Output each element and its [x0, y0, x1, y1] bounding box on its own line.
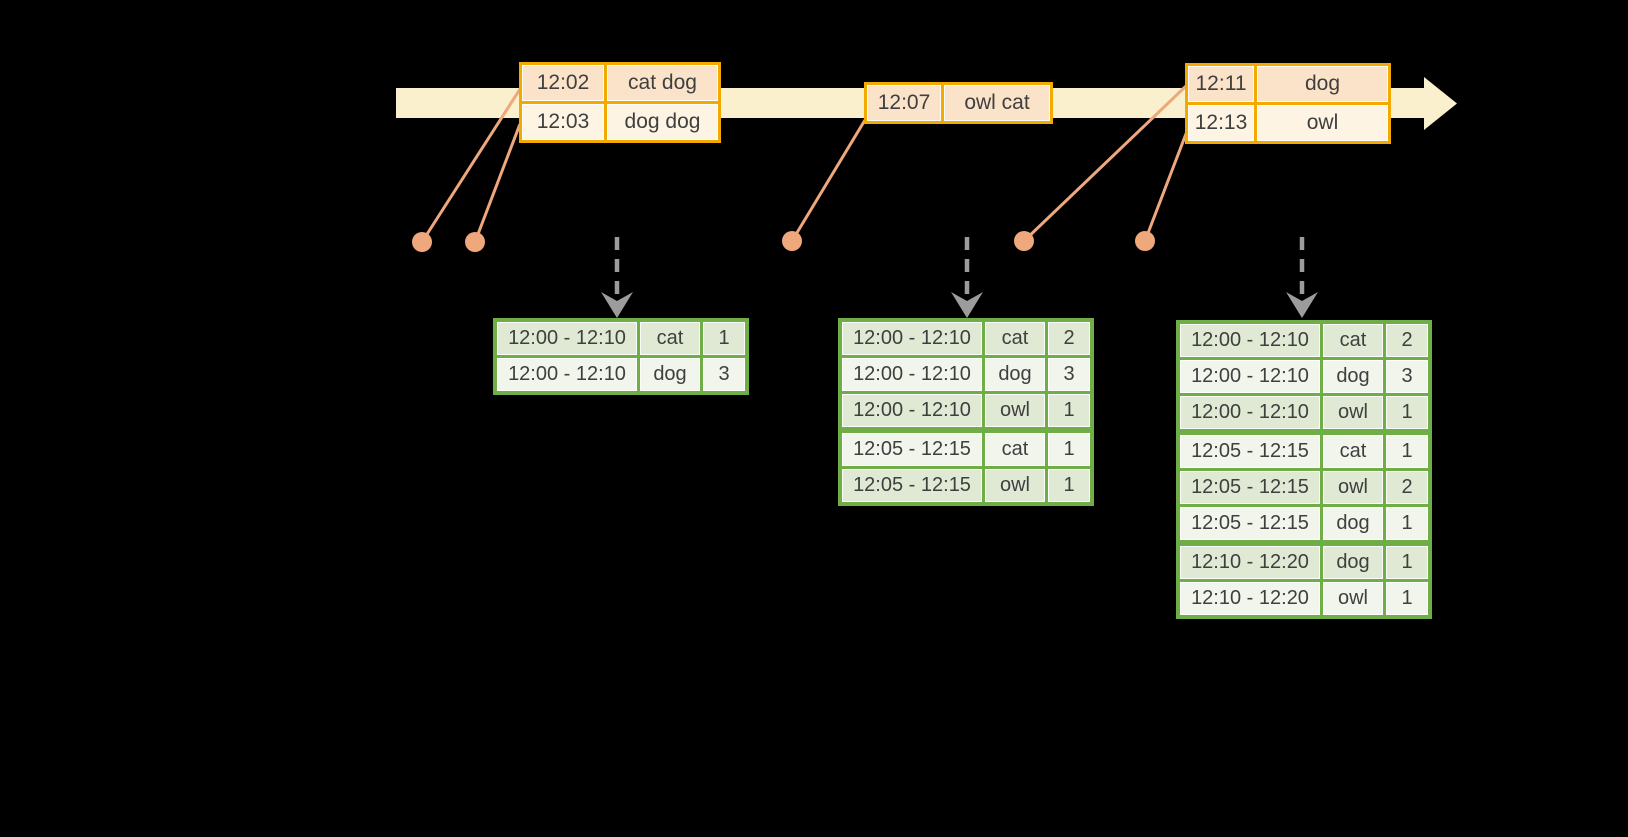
cell-count: 3 — [703, 358, 745, 391]
cell-word: cat — [985, 322, 1045, 355]
connector-line — [420, 85, 524, 243]
cell-word: dog — [985, 358, 1045, 391]
cell-window: 12:00 - 12:10 — [497, 322, 637, 355]
cell-time: 12:11 — [1188, 66, 1254, 102]
cell-window: 12:05 - 12:15 — [842, 433, 982, 466]
cell-word: dog — [1323, 360, 1383, 393]
cell-count: 3 — [1048, 358, 1090, 391]
trigger-arrow — [1286, 237, 1318, 318]
connector-line — [1143, 125, 1191, 242]
cell-window: 12:00 - 12:10 — [842, 322, 982, 355]
cell-word: owl — [1323, 471, 1383, 504]
cell-word: owl — [985, 394, 1045, 427]
event-dot — [412, 232, 432, 252]
cell-word: owl — [1323, 396, 1383, 429]
cell-count: 1 — [1048, 433, 1090, 466]
event-dot — [465, 232, 485, 252]
cell-count: 2 — [1386, 471, 1428, 504]
cell-word: cat — [1323, 435, 1383, 468]
cell-window: 12:00 - 12:10 — [497, 358, 637, 391]
cell-window: 12:05 - 12:15 — [1180, 435, 1320, 468]
cell-time: 12:13 — [1188, 105, 1254, 141]
cell-count: 1 — [1386, 435, 1428, 468]
cell-words: cat dog — [607, 65, 718, 101]
cell-time: 12:03 — [522, 104, 604, 140]
cell-count: 1 — [1048, 394, 1090, 427]
cell-word: dog — [1323, 546, 1383, 579]
cell-word: cat — [1323, 324, 1383, 357]
cell-count: 2 — [1048, 322, 1090, 355]
event-dot — [782, 231, 802, 251]
cell-word: dog — [1323, 507, 1383, 540]
cell-window: 12:10 - 12:20 — [1180, 546, 1320, 579]
event-dot — [1135, 231, 1155, 251]
cell-window: 12:00 - 12:10 — [1180, 360, 1320, 393]
cell-window: 12:00 - 12:10 — [1180, 396, 1320, 429]
cell-word: cat — [640, 322, 700, 355]
cell-count: 2 — [1386, 324, 1428, 357]
cell-time: 12:07 — [867, 85, 941, 121]
cell-count: 1 — [1386, 582, 1428, 615]
cell-window: 12:00 - 12:10 — [842, 358, 982, 391]
cell-words: dog dog — [607, 104, 718, 140]
cell-window: 12:05 - 12:15 — [1180, 471, 1320, 504]
cell-window: 12:00 - 12:10 — [1180, 324, 1320, 357]
cell-words: owl — [1257, 105, 1388, 141]
cell-words: owl cat — [944, 85, 1050, 121]
cell-window: 12:05 - 12:15 — [842, 469, 982, 502]
event-dot — [1014, 231, 1034, 251]
cell-word: dog — [640, 358, 700, 391]
cell-word: owl — [1323, 582, 1383, 615]
connector-line — [790, 119, 867, 242]
cell-window: 12:00 - 12:10 — [842, 394, 982, 427]
cell-word: owl — [985, 469, 1045, 502]
connector-line — [473, 123, 522, 243]
cell-count: 1 — [1386, 546, 1428, 579]
trigger-arrow — [951, 237, 983, 318]
cell-count: 1 — [1048, 469, 1090, 502]
cell-time: 12:02 — [522, 65, 604, 101]
cell-words: dog — [1257, 66, 1388, 102]
cell-count: 1 — [1386, 396, 1428, 429]
trigger-arrow — [601, 237, 633, 318]
connector-line — [1022, 84, 1188, 243]
cell-window: 12:05 - 12:15 — [1180, 507, 1320, 540]
cell-count: 3 — [1386, 360, 1428, 393]
cell-word: cat — [985, 433, 1045, 466]
cell-window: 12:10 - 12:20 — [1180, 582, 1320, 615]
cell-count: 1 — [1386, 507, 1428, 540]
cell-count: 1 — [703, 322, 745, 355]
